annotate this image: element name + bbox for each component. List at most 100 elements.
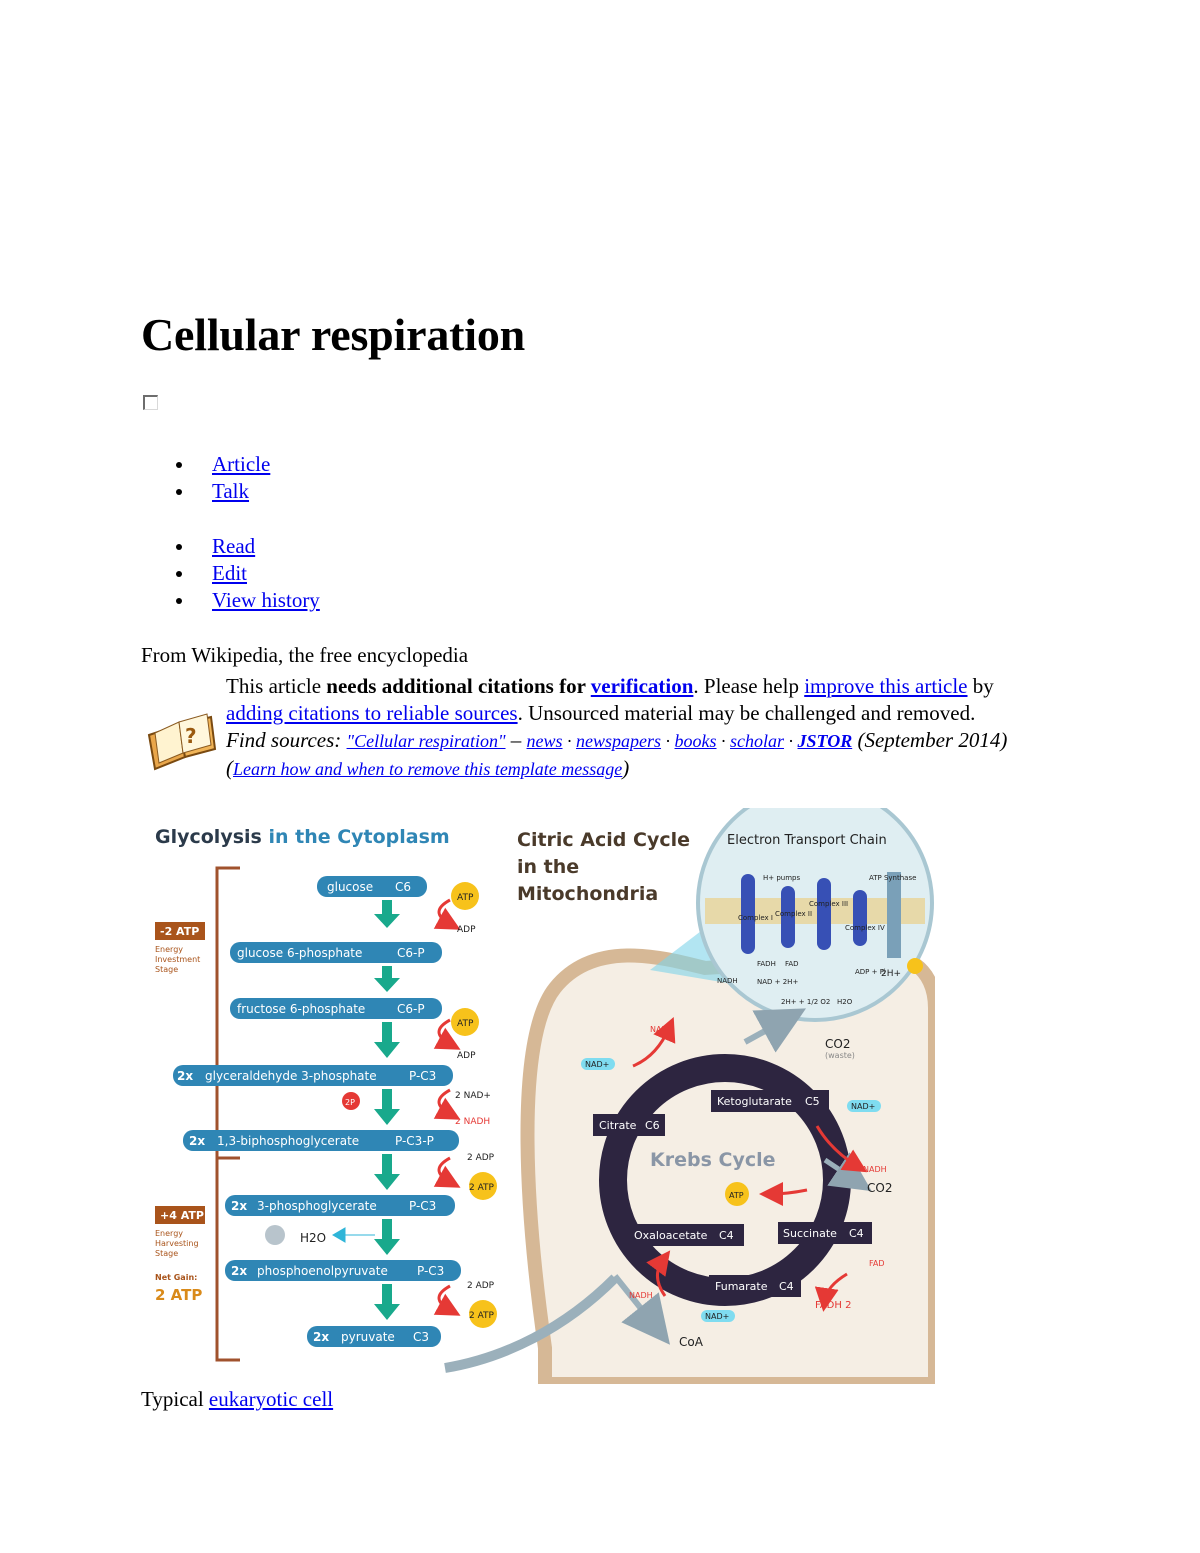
glycolysis-arrows (374, 900, 400, 1320)
view-tabs: Read Edit View history (176, 533, 320, 614)
oxaloacetate-label: Oxaloacetate (634, 1229, 708, 1242)
tab-view-history-link[interactable]: View history (212, 588, 320, 612)
co2-label: CO2 (867, 1181, 892, 1195)
tab-read: Read (176, 533, 320, 560)
tab-talk: Talk (176, 478, 270, 505)
etc-label: NADH (717, 977, 738, 985)
citrate-box (593, 1114, 665, 1136)
bpg-pill (183, 1130, 459, 1151)
g6p-label: glucose 6-phosphate (237, 946, 362, 960)
etc-label: FAD (785, 960, 799, 968)
waste-label: (waste) (825, 1051, 855, 1060)
pg3-pill (225, 1195, 455, 1216)
find-scholar-link[interactable]: scholar (730, 731, 785, 751)
ketoglutarate-label: Ketoglutarate (717, 1095, 792, 1108)
harvest-bracket (215, 1156, 240, 1362)
f6p-pill (230, 998, 442, 1019)
coa-label: CoA (679, 1335, 704, 1349)
plus4atp-label: +4 ATP (160, 1209, 204, 1222)
find-books-link[interactable]: books (674, 731, 717, 751)
phosphate-badge (342, 1092, 360, 1110)
harvest-label: Harvesting (155, 1239, 199, 1248)
plus4atp-badge (155, 1206, 205, 1224)
etc-atp-star (907, 958, 923, 974)
notice-date: (September 2014) (852, 728, 1008, 752)
tab-article-link[interactable]: Article (212, 452, 271, 476)
net-gain-label: Net Gain: (155, 1273, 197, 1282)
etc-label: 2H+ + 1/2 O2 (781, 998, 830, 1006)
eukaryotic-cell-link[interactable]: eukaryotic cell (208, 1387, 334, 1411)
page-title: Cellular respiration (141, 309, 526, 360)
find-newspapers-link[interactable]: newspapers (576, 731, 662, 751)
c5-label: C5 (805, 1095, 820, 1108)
svg-text:?: ? (185, 724, 197, 748)
harvest-label: Energy (155, 1229, 183, 1238)
bullet (176, 598, 182, 604)
ketoglutarate-box (711, 1090, 829, 1112)
namespace-tabs: Article Talk (176, 451, 270, 505)
x2-label: 2x (313, 1330, 329, 1344)
paren: ) (622, 756, 630, 780)
minus2atp-label: -2 ATP (160, 925, 199, 938)
fad-label: FAD (869, 1259, 885, 1268)
citric-title: in the (517, 856, 579, 878)
co2-arrow-2 (823, 1152, 872, 1192)
nadh2-label: 2 NADH (455, 1117, 490, 1127)
tab-read-link[interactable]: Read (212, 534, 256, 558)
notice-text: . Please help (693, 674, 805, 698)
x2-label: 2x (189, 1134, 205, 1148)
find-sources: Find sources: "Cellular respiration" – n… (226, 727, 1036, 783)
invest-label: Energy (155, 945, 183, 954)
co2-arrow (743, 1008, 807, 1053)
x2-label: 2x (231, 1199, 247, 1213)
etc-label: Complex II (775, 910, 812, 918)
pyruvate-transfer-arrow (444, 1274, 619, 1373)
glycolysis-title: Glycolysis (155, 826, 262, 848)
learn-remove-link[interactable]: Learn how and when to remove this templa… (233, 759, 623, 779)
etc-label: Complex III (809, 900, 848, 908)
improve-article-link[interactable]: improve this article (804, 674, 968, 698)
etc-label: NAD + 2H+ (757, 978, 798, 986)
nad-label: NAD+ (851, 1102, 875, 1111)
g3p-label: glyceraldehyde 3-phosphate (205, 1069, 377, 1083)
glucose-pill (317, 876, 427, 897)
bullet (176, 462, 182, 468)
f6p-label: fructose 6-phosphate (237, 1002, 365, 1016)
etc-complexes (741, 874, 867, 954)
citation-notice: This article needs additional citations … (226, 673, 1036, 783)
find-news-link[interactable]: news (526, 731, 563, 751)
fadh2-label: FADH 2 (815, 1300, 851, 1311)
invest-label: Investment (155, 955, 200, 964)
g6p-pill (230, 942, 442, 963)
c6p-label: C6-P (397, 1002, 425, 1016)
bullet (176, 489, 182, 495)
etc-label: H2O (837, 998, 853, 1006)
x2-label: 2x (177, 1069, 193, 1083)
tab-talk-link[interactable]: Talk (212, 479, 250, 503)
krebs-atp-star (725, 1182, 749, 1206)
menu-checkbox[interactable] (143, 395, 158, 410)
krebs-label: Krebs Cycle (650, 1149, 776, 1171)
coa-arrow (612, 1274, 670, 1345)
etc-label: FADH (757, 960, 776, 968)
minus2atp-badge (155, 922, 205, 940)
tab-edit-link[interactable]: Edit (212, 561, 247, 585)
cellular-respiration-diagram: Glycolysis in the Cytoplasm -2 ATP Energ… (155, 808, 935, 1384)
etc-label: ATP Synthase (869, 874, 916, 882)
cytoplasm-title: in the Cytoplasm (262, 826, 450, 848)
notice-text: This article (226, 674, 327, 698)
succinate-box (778, 1222, 872, 1244)
nad2-label: 2 NAD+ (455, 1091, 491, 1101)
notice-bold: needs additional citations for (326, 674, 591, 698)
adp-label: ADP (457, 925, 476, 935)
adding-citations-link[interactable]: adding citations to reliable sources (226, 701, 518, 725)
h2o-label: H2O (300, 1231, 326, 1245)
etc-title: Electron Transport Chain (727, 833, 887, 848)
separator: · (562, 731, 577, 751)
atp-label: ATP (457, 893, 474, 903)
pg3-label: 3-phosphoglycerate (257, 1199, 377, 1213)
separator: · (661, 731, 675, 751)
verification-link[interactable]: verification (590, 674, 694, 698)
find-jstor-link[interactable]: JSTOR (797, 731, 853, 751)
find-query-link[interactable]: "Cellular respiration" (346, 731, 506, 751)
